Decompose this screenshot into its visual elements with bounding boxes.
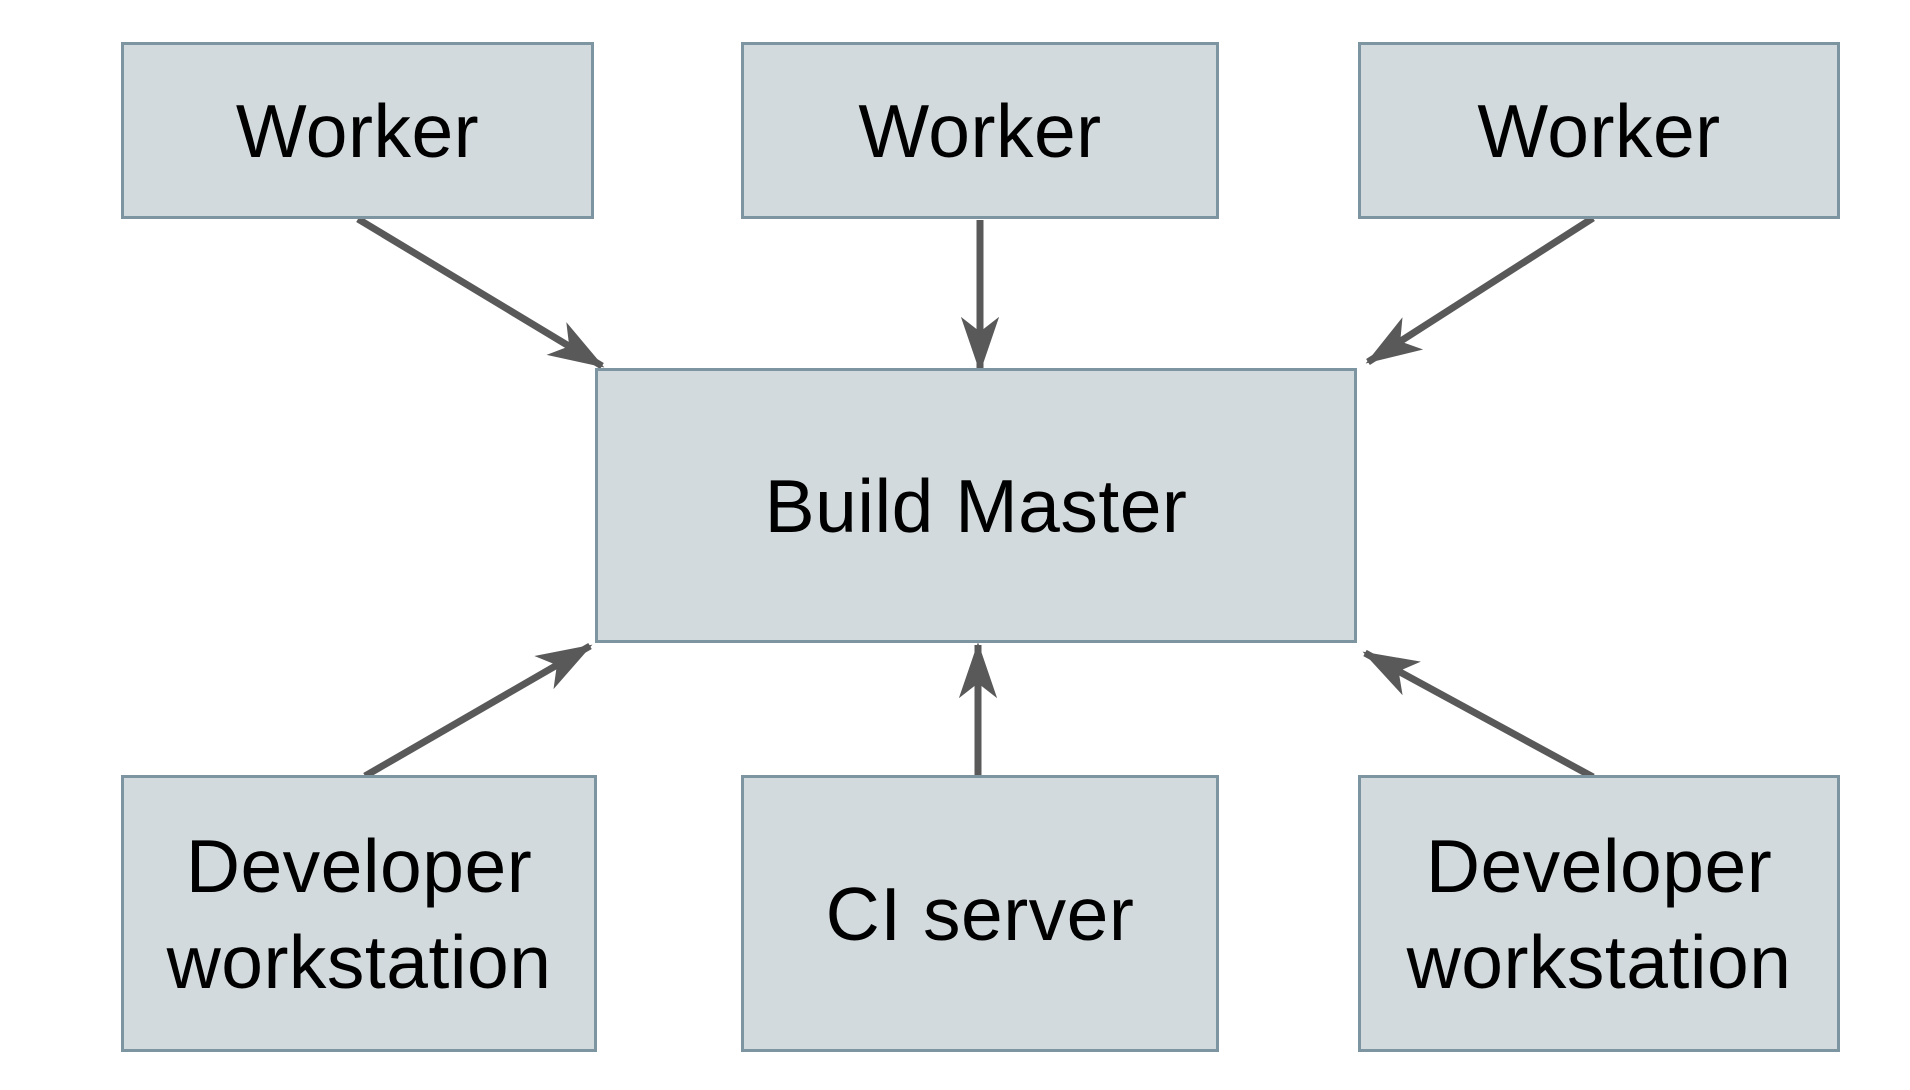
node-worker-middle-label: Worker: [858, 88, 1102, 173]
node-dev-workstation-left: Developer workstation: [121, 775, 597, 1052]
arrow-dev-workstation-left-to-build-master: [363, 642, 593, 780]
node-worker-left-label: Worker: [235, 88, 480, 173]
node-ci-server-label: CI server: [825, 871, 1135, 956]
node-dev-workstation-right: Developer workstation: [1358, 775, 1840, 1052]
node-ci-server: CI server: [741, 775, 1219, 1052]
node-build-master: Build Master: [595, 368, 1357, 643]
node-worker-left: Worker: [121, 42, 594, 219]
node-worker-right-label: Worker: [1477, 88, 1721, 173]
arrow-dev-workstation-right-to-build-master: [1362, 649, 1595, 781]
node-dev-workstation-right-label: Developer workstation: [1406, 823, 1792, 1004]
node-build-master-label: Build Master: [764, 463, 1188, 548]
node-dev-workstation-left-label: Developer workstation: [166, 823, 552, 1004]
node-worker-middle: Worker: [741, 42, 1219, 219]
arrow-worker-left-to-build-master: [356, 216, 605, 369]
arrow-worker-right-to-build-master: [1365, 215, 1595, 365]
node-worker-right: Worker: [1358, 42, 1840, 219]
